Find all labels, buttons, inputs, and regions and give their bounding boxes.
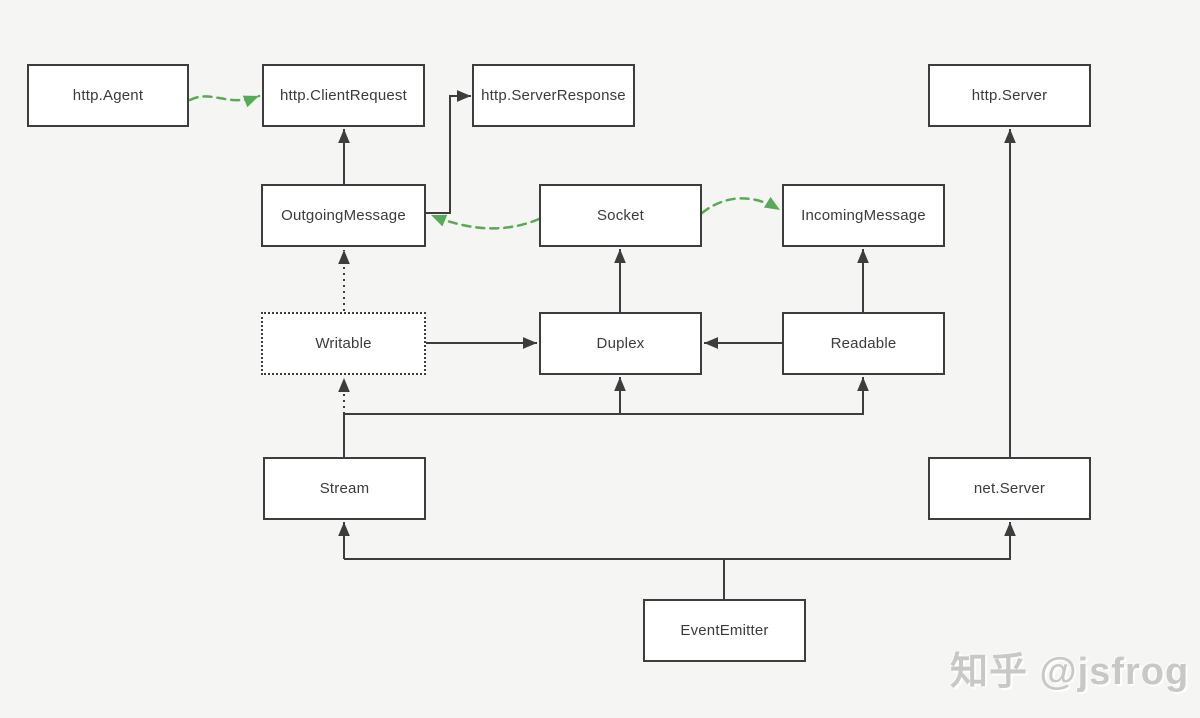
edge-socket-to-outgoingmessage-green-arrow (429, 213, 541, 230)
node-http-clientrequest: http.ClientRequest (262, 64, 425, 127)
edge-socket-to-incomingmessage-green-arrow (700, 196, 782, 215)
node-net-server: net.Server (928, 457, 1091, 520)
zhihu-watermark: 知乎 @jsfrog (950, 651, 1190, 693)
edge-eventemitter-to-netserver-arrow (344, 522, 1016, 560)
node-eventemitter: EventEmitter (643, 599, 806, 662)
node-incomingmessage: IncomingMessage (782, 184, 945, 247)
node-http-agent: http.Agent (27, 64, 189, 127)
node-socket: Socket (539, 184, 702, 247)
node-http-serverresponse: http.ServerResponse (472, 64, 635, 127)
edge-outgoingmessage-to-serverresponse-arrow (426, 90, 471, 214)
node-outgoingmessage: OutgoingMessage (261, 184, 426, 247)
node-stream: Stream (263, 457, 426, 520)
node-duplex: Duplex (539, 312, 702, 375)
node-writable: Writable (261, 312, 426, 375)
edge-httpagent-to-clientrequest-green-arrow (188, 94, 261, 108)
node-readable: Readable (782, 312, 945, 375)
edge-stream-bus-to-readable-arrow (343, 377, 869, 457)
node-http-server: http.Server (928, 64, 1091, 127)
